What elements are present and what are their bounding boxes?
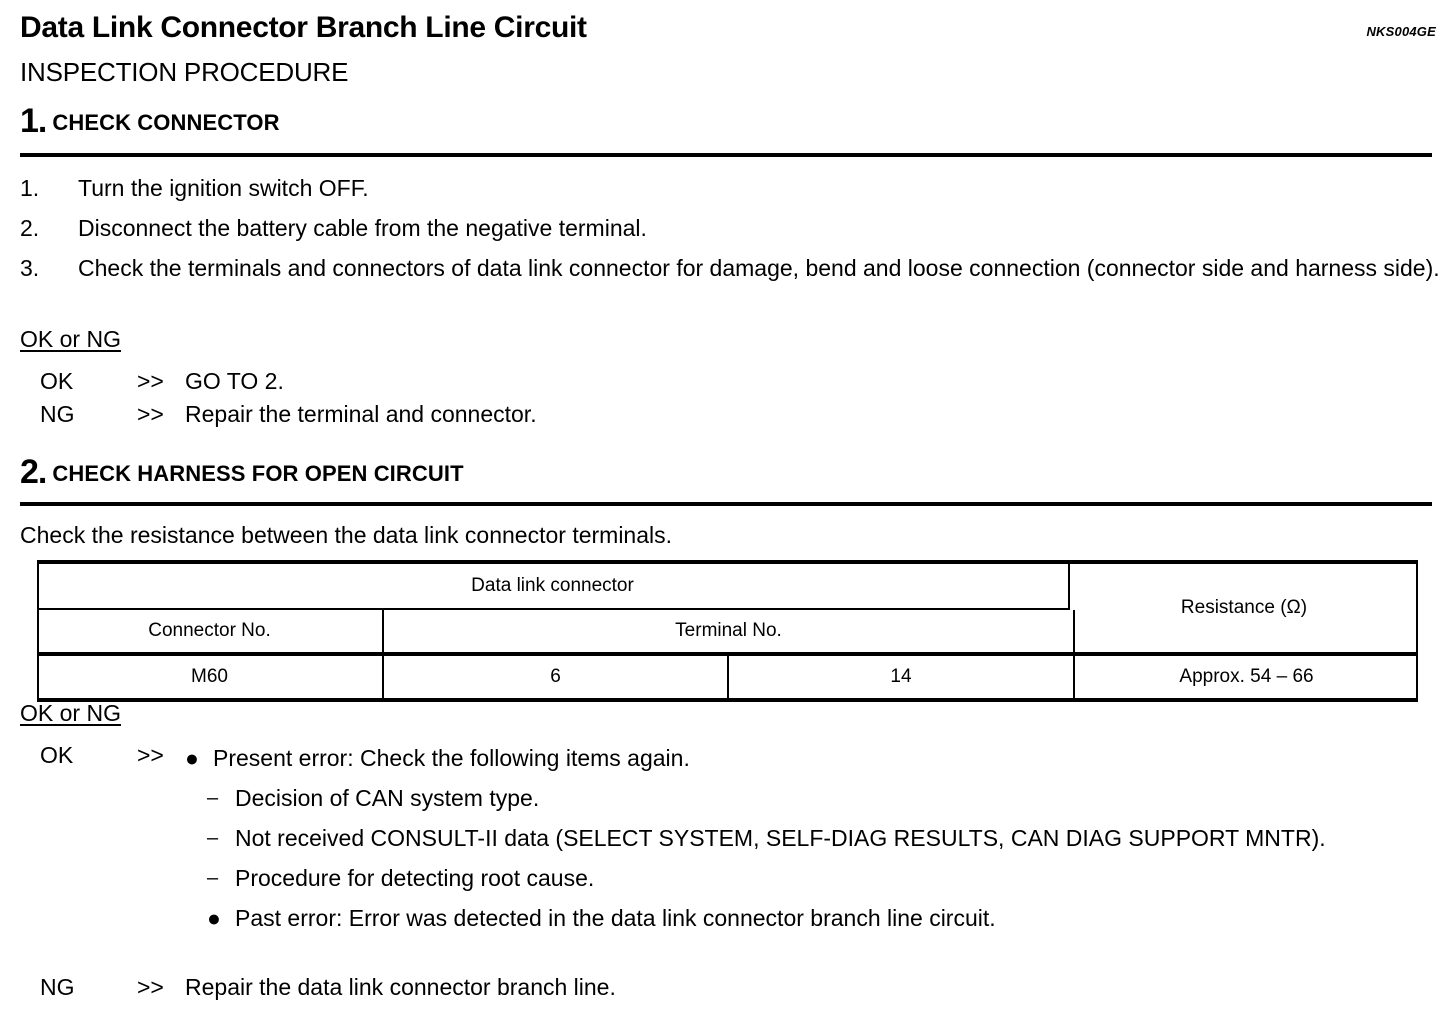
list-item-marker: 1. [20, 175, 40, 201]
list-item: 3. Check the terminals and connectors of… [20, 248, 1440, 288]
result-tag: NG [40, 974, 75, 1000]
step-1-rule [20, 153, 1432, 157]
bullet-marker-dash-icon: – [207, 827, 219, 849]
list-item-text: Disconnect the battery cable from the ne… [78, 215, 647, 241]
cell-terminal-b: 14 [890, 666, 912, 687]
reference-code: NKS004GE [1366, 24, 1436, 39]
step-1-result-ng: NG >> Repair the terminal and connector. [40, 397, 537, 431]
step-2-result-ok-tag: OK >> [40, 738, 185, 772]
cell-resistance: Approx. 54 – 66 [1179, 666, 1314, 687]
title-row: Data Link Connector Branch Line Circuit … [20, 8, 1440, 52]
bullet-item: – Not received CONSULT-II data (SELECT S… [207, 818, 1440, 858]
bullet-text: Procedure for detecting root cause. [235, 865, 595, 891]
step-1-result-ok: OK >> GO TO 2. [40, 364, 284, 398]
result-arrow: >> [137, 401, 164, 427]
list-item-text: Turn the ignition switch OFF. [78, 175, 369, 201]
table-header-connector-no: Connector No. [148, 620, 271, 641]
step-1-heading: 1.CHECK CONNECTOR [20, 104, 280, 138]
step-2-result-heading: OK or NG [20, 700, 121, 726]
bullet-text: Decision of CAN system type. [235, 785, 540, 811]
section-label: INSPECTION PROCEDURE [20, 57, 349, 87]
table-column-divider [727, 656, 729, 698]
table-top-rule [37, 560, 1418, 564]
result-tag: OK [40, 368, 74, 394]
list-item-marker: 2. [20, 215, 40, 241]
list-item: 2. Disconnect the battery cable from the… [20, 208, 1440, 248]
bullet-marker-dot-icon: ● [207, 905, 221, 931]
result-tag: NG [40, 401, 75, 427]
bullet-item: – Procedure for detecting root cause. [207, 858, 1440, 898]
bullet-item: ● Present error: Check the following ite… [185, 738, 1440, 778]
result-tag: OK [40, 742, 74, 768]
result-text: GO TO 2. [185, 368, 284, 394]
bullet-marker-dash-icon: – [207, 787, 219, 809]
step-2-rule [20, 502, 1432, 506]
table-column-divider [382, 656, 384, 698]
step-1-name: CHECK CONNECTOR [52, 110, 280, 135]
step-1-result-heading: OK or NG [20, 326, 121, 352]
list-item: 1. Turn the ignition switch OFF. [20, 168, 1440, 208]
step-2-ok-bullet-list: ● Present error: Check the following ite… [185, 738, 1440, 938]
step-1-instruction-list: 1. Turn the ignition switch OFF. 2. Disc… [20, 168, 1440, 288]
cell-terminal-a: 6 [550, 666, 561, 687]
table-body-rule [37, 652, 1418, 656]
result-arrow: >> [137, 974, 164, 1000]
bullet-marker-dash-icon: – [207, 867, 219, 889]
cell-connector-no: M60 [191, 666, 228, 687]
list-item-text: Check the terminals and connectors of da… [78, 255, 1440, 281]
table-subheader-row: Connector No. Terminal No. [37, 610, 1418, 652]
table-header-terminal-no: Terminal No. [675, 620, 782, 641]
resistance-table: Data link connector Resistance (Ω) Conne… [37, 560, 1418, 702]
list-item-marker: 3. [20, 255, 40, 281]
step-2-instruction: Check the resistance between the data li… [20, 522, 673, 548]
table-right-border [1416, 564, 1418, 698]
bullet-marker-dot-icon: ● [185, 745, 199, 771]
table-column-divider [1073, 656, 1075, 698]
result-text: Repair the data link connector branch li… [185, 974, 616, 1000]
step-2-name: CHECK HARNESS FOR OPEN CIRCUIT [52, 461, 464, 486]
table-header-resistance: Resistance (Ω) [1180, 597, 1308, 618]
step-2-number: 2. [20, 453, 47, 491]
result-arrow: >> [137, 368, 164, 394]
table-column-divider [1068, 564, 1070, 608]
table-left-border [37, 564, 39, 698]
bullet-item: ● Past error: Error was detected in the … [207, 898, 1440, 938]
bullet-text: Present error: Check the following items… [213, 745, 690, 771]
result-text: Repair the terminal and connector. [185, 401, 537, 427]
step-2-heading: 2.CHECK HARNESS FOR OPEN CIRCUIT [20, 455, 464, 489]
table-header-data-link-connector: Data link connector [471, 575, 634, 596]
table-subheader-rule [37, 608, 1070, 610]
table-bottom-rule [37, 698, 1418, 702]
step-2-result-ng: NG >> Repair the data link connector branc… [40, 970, 616, 1004]
table-row: M60 6 14 Approx. 54 – 66 [37, 656, 1418, 698]
table-header-resistance-spacer [1075, 610, 1418, 652]
table-column-divider [382, 610, 384, 652]
table-column-divider [1073, 610, 1075, 652]
page-title: Data Link Connector Branch Line Circuit [20, 11, 587, 44]
bullet-text: Not received CONSULT-II data (SELECT SYS… [235, 825, 1326, 851]
bullet-item: – Decision of CAN system type. [207, 778, 1440, 818]
table-group-header-row: Data link connector Resistance (Ω) [37, 564, 1418, 618]
result-arrow: >> [137, 742, 164, 768]
bullet-text: Past error: Error was detected in the da… [235, 905, 996, 931]
step-1-number: 1. [20, 102, 47, 140]
